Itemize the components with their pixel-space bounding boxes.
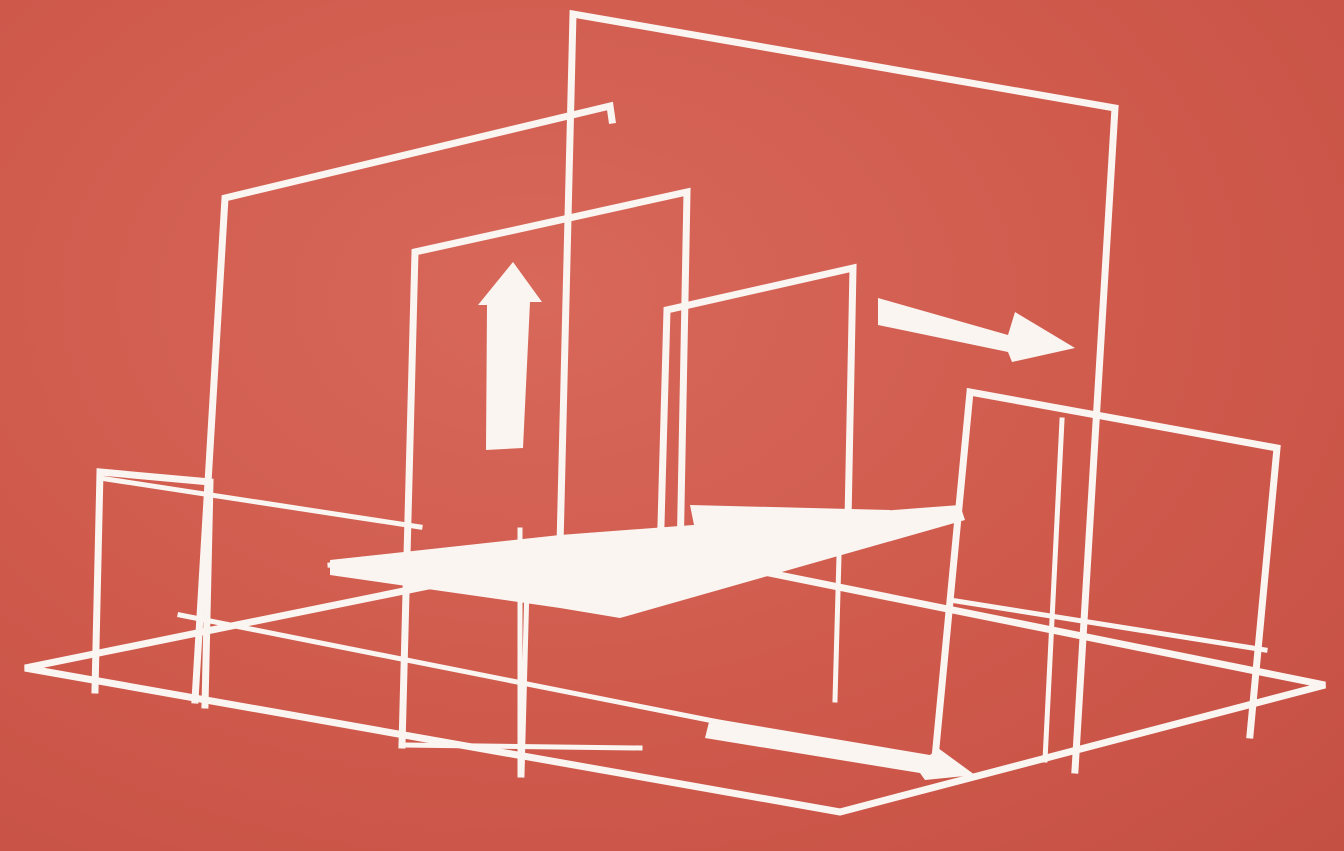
floor-strip <box>330 505 965 618</box>
left-low-panel <box>95 472 420 705</box>
middle-panel <box>402 192 687 748</box>
right-arrow-icon <box>878 298 1075 362</box>
right-panel <box>935 392 1277 758</box>
up-arrow-icon <box>478 262 542 450</box>
